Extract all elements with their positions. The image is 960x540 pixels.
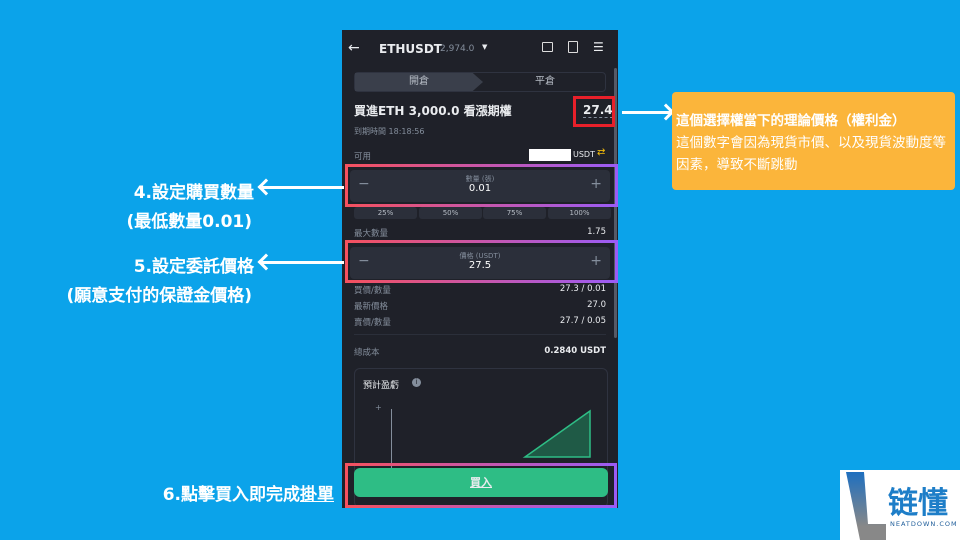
available-label: 可用 bbox=[354, 152, 372, 162]
arrow-left-icon bbox=[262, 186, 344, 189]
percent-50-button[interactable]: 50% bbox=[419, 207, 482, 219]
percent-25-button[interactable]: 25% bbox=[354, 207, 417, 219]
price-highlight-box bbox=[573, 96, 615, 127]
quantity-highlight-box bbox=[345, 164, 618, 207]
payoff-area bbox=[522, 409, 591, 458]
total-cost-label: 總成本 bbox=[354, 348, 380, 358]
logo-mark bbox=[846, 472, 886, 540]
bid-label: 買價/數量 bbox=[354, 286, 391, 296]
bid-value: 27.3 / 0.01 bbox=[559, 284, 606, 294]
step6-underlined: 掛單 bbox=[300, 485, 334, 505]
tab-close[interactable]: 平倉 bbox=[535, 76, 555, 87]
info-icon[interactable]: i bbox=[412, 378, 421, 387]
max-quantity-value: 1.75 bbox=[587, 227, 606, 237]
position-tabs: 開倉 平倉 bbox=[354, 72, 606, 92]
step6-label: 6.點擊買入即完成掛單 bbox=[163, 480, 334, 505]
logo-sub: NEATDOWN.COM bbox=[890, 520, 958, 528]
divider bbox=[354, 334, 606, 335]
price-input-highlight-box bbox=[345, 240, 618, 283]
pnl-axis bbox=[391, 409, 392, 469]
menu-list-icon[interactable]: ☰ bbox=[593, 40, 604, 54]
chevron-down-icon[interactable]: ▼ bbox=[482, 43, 488, 51]
symbol-title[interactable]: ETHUSDT bbox=[379, 42, 442, 56]
callout-title: 這個選擇權當下的理論價格（權利金） bbox=[676, 113, 906, 129]
max-quantity-row: 最大數量 1.75 bbox=[354, 227, 606, 239]
percent-100-button[interactable]: 100% bbox=[548, 207, 611, 219]
percent-75-button[interactable]: 75% bbox=[483, 207, 546, 219]
pnl-title: 預計盈虧 bbox=[363, 381, 400, 391]
logo: 链懂 NEATDOWN.COM bbox=[840, 470, 960, 540]
logo-text: 链懂 bbox=[888, 486, 948, 521]
available-balance-redacted bbox=[529, 149, 571, 161]
symbol-price: 2,974.0 bbox=[440, 44, 475, 54]
pnl-axis-plus: + bbox=[375, 403, 382, 412]
step4-sub: (最低數量0.01) bbox=[126, 212, 252, 232]
last-price-row: 最新價格 27.0 bbox=[354, 300, 606, 312]
arrow-right-icon bbox=[622, 111, 670, 114]
arrow-left-icon[interactable]: ← bbox=[348, 40, 360, 56]
available-unit: USDT bbox=[573, 150, 595, 159]
expiry-time: 到期時間 18:18:56 bbox=[354, 127, 425, 136]
total-cost-row: 總成本 0.2840 USDT bbox=[354, 346, 606, 358]
callout-body: 這個數字會因為現貨市價、以及現貨波動度等因素，導致不斷跳動 bbox=[676, 135, 946, 173]
last-price-value: 27.0 bbox=[587, 300, 606, 310]
tab-open[interactable]: 開倉 bbox=[355, 73, 483, 91]
option-title: 買進ETH 3,000.0 看漲期權 bbox=[354, 104, 512, 118]
option-price: 27.4 bbox=[583, 103, 613, 118]
chart-settings-icon[interactable] bbox=[542, 42, 553, 52]
callout-box: 這個選擇權當下的理論價格（權利金） 這個數字會因為現貨市價、以及現貨波動度等因素… bbox=[672, 92, 955, 190]
order-history-icon[interactable] bbox=[568, 41, 578, 53]
transfer-icon[interactable]: ⇄ bbox=[597, 147, 606, 158]
max-quantity-label: 最大數量 bbox=[354, 229, 389, 239]
arrow-left-icon bbox=[262, 261, 344, 264]
step4-label: 4.設定購買數量 bbox=[133, 183, 254, 203]
ask-value: 27.7 / 0.05 bbox=[559, 316, 606, 326]
step6-text: 6.點擊買入即完成 bbox=[162, 485, 300, 505]
buy-highlight-box bbox=[345, 463, 617, 508]
step5-sub: (願意支付的保證金價格) bbox=[66, 286, 252, 306]
header: ← ETHUSDT 2,974.0 ▼ ☰ bbox=[342, 40, 618, 60]
last-price-label: 最新價格 bbox=[354, 302, 389, 312]
step5-label: 5.設定委託價格 bbox=[133, 257, 254, 277]
total-cost-value: 0.2840 USDT bbox=[544, 346, 606, 356]
bid-row: 買價/數量 27.3 / 0.01 bbox=[354, 284, 606, 296]
ask-label: 賣價/數量 bbox=[354, 318, 391, 328]
ask-row: 賣價/數量 27.7 / 0.05 bbox=[354, 316, 606, 328]
pnl-payoff-chart bbox=[522, 409, 591, 458]
